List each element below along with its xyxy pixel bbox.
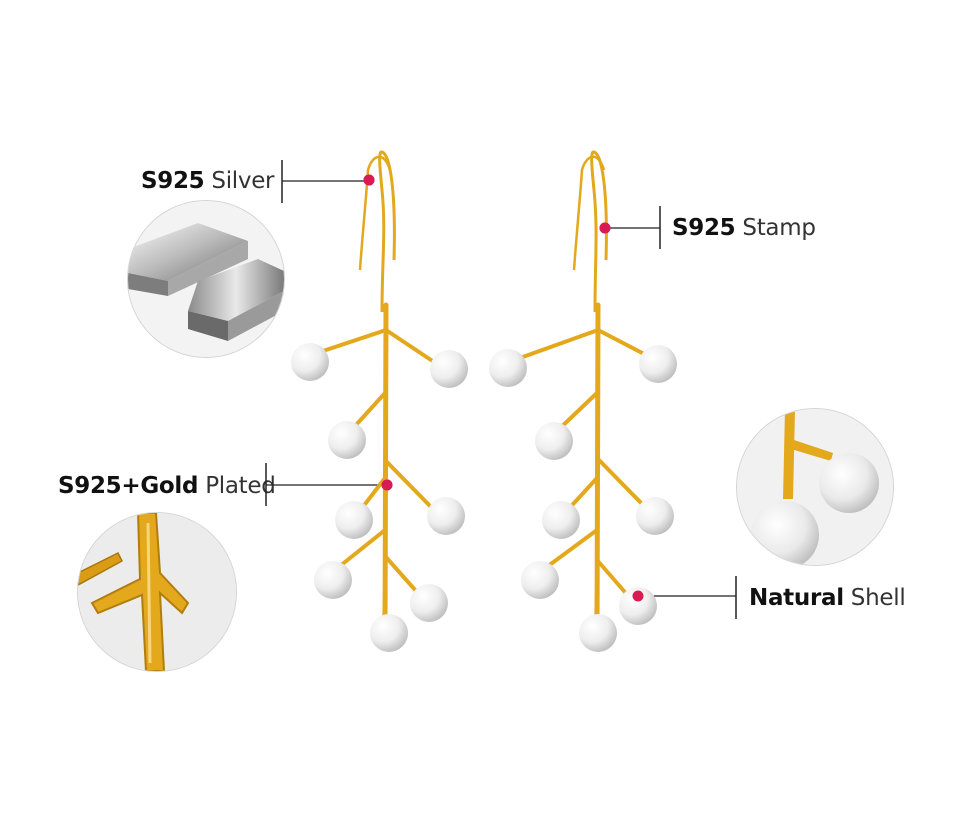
earring-left-image xyxy=(291,150,468,652)
callout-dot-plated xyxy=(381,479,393,491)
callout-dot-stamp xyxy=(599,222,611,234)
pearl-closeup-image xyxy=(736,408,894,566)
silver-bars-image xyxy=(127,200,285,358)
gold-branch-closeup-image xyxy=(77,512,237,672)
label-s925-stamp: S925 Stamp xyxy=(672,215,816,241)
label-s925-silver: S925 Silver xyxy=(141,168,275,194)
earring-right-image xyxy=(489,150,677,652)
callout-dot-silver xyxy=(363,174,375,186)
label-s925-gold-plated: S925+Gold Plated xyxy=(58,473,276,499)
callout-dot-shell xyxy=(632,590,644,602)
label-natural-shell: Natural Shell xyxy=(749,585,906,611)
